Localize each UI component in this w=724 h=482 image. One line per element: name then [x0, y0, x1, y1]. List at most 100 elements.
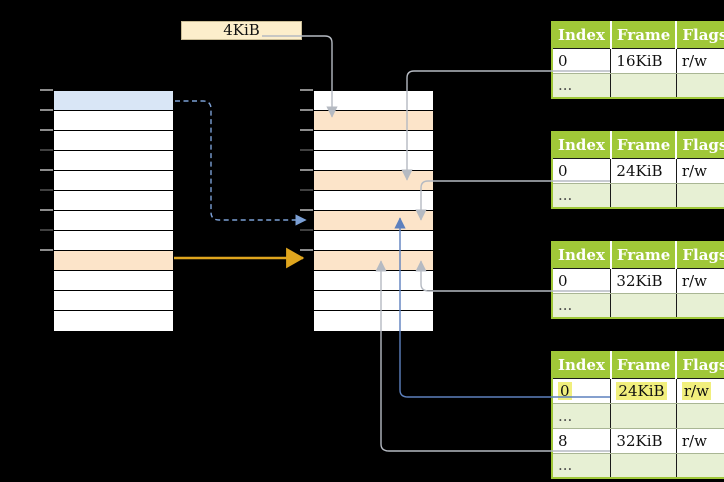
page-table-4-header-frame: Frame: [610, 352, 678, 379]
arrow-virtual-page-to-frame-dashed: [175, 100, 307, 226]
address-tick: [40, 129, 53, 131]
page-table-3-cell-r0c1: 32KiB: [610, 268, 677, 294]
page-table-2-header-index: Index: [552, 132, 612, 159]
address-tick: [40, 149, 53, 151]
page-table-1-cell-r1c2: [676, 73, 724, 98]
address-tick: [40, 249, 53, 251]
page-table-4-row-3: ...: [552, 453, 724, 478]
virtual-memory-column-row-8: [54, 251, 173, 271]
page-size-label: 4KiB: [181, 21, 302, 40]
page-table-2-cell-r0c2: r/w: [676, 158, 724, 184]
highlighted-value: 24KiB: [616, 381, 667, 400]
address-tick: [300, 229, 313, 231]
page-table-1-cell-r1c0: ...: [552, 73, 612, 98]
page-table-1-header-flags: Flags: [676, 22, 724, 49]
address-tick: [40, 209, 53, 211]
page-table-2-cell-r1c0: ...: [552, 183, 612, 208]
virtual-memory-column-row-4: [54, 171, 173, 191]
page-table-4-cell-r1c1: [610, 403, 677, 429]
virtual-memory-column-row-11: [54, 311, 173, 331]
address-tick: [300, 189, 313, 191]
page-table-3-header-frame: Frame: [610, 242, 678, 269]
page-table-3-cell-r0c0: 0: [552, 268, 612, 294]
highlighted-value: 0: [558, 381, 572, 400]
address-tick: [40, 169, 53, 171]
virtual-memory-column-row-2: [54, 131, 173, 151]
page-table-4-cell-r2c1: 32KiB: [610, 428, 677, 454]
page-table-2-header-flags: Flags: [676, 132, 724, 159]
page-table-2-cell-r0c1: 24KiB: [610, 158, 677, 184]
page-table-4-cell-r2c0: 8: [552, 428, 612, 454]
page-table-4-row-0: 0 24KiB r/w: [552, 378, 724, 404]
physical-memory-column-row-2: [314, 131, 433, 151]
highlighted-value: r/w: [681, 381, 711, 400]
page-table-1-header-index: Index: [552, 22, 612, 49]
virtual-memory-column-row-10: [54, 291, 173, 311]
address-tick: [300, 209, 313, 211]
physical-memory-column-row-11: [314, 311, 433, 331]
page-table-3-cell-r1c0: ...: [552, 293, 612, 318]
virtual-memory-column-row-7: [54, 231, 173, 251]
physical-memory-column-row-10: [314, 291, 433, 311]
physical-memory-column-row-5: [314, 191, 433, 211]
physical-memory-column-row-3: [314, 151, 433, 171]
page-table-3-cell-r1c1: [610, 293, 677, 318]
page-table-4-cell-r1c0: ...: [552, 403, 612, 429]
page-table-4-row-1: ...: [552, 403, 724, 429]
page-table-3-cell-r1c2: [676, 293, 724, 318]
address-tick: [40, 109, 53, 111]
page-table-4-cell-r0c1: 24KiB: [610, 378, 677, 404]
page-table-1-header-frame: Frame: [610, 22, 678, 49]
page-table-2-cell-r1c1: [610, 183, 677, 208]
page-table-4-cell-r3c2: [676, 453, 724, 478]
page-table-1-cell-r0c0: 0: [552, 48, 612, 74]
virtual-memory-column-row-5: [54, 191, 173, 211]
physical-memory-column-row-4: [314, 171, 433, 191]
physical-memory-column-row-7: [314, 231, 433, 251]
physical-memory-column: [313, 90, 434, 332]
address-tick: [300, 169, 313, 171]
page-table-3-cell-r0c2: r/w: [676, 268, 724, 294]
page-table-1-row-1: ...: [552, 73, 724, 98]
physical-memory-column-row-9: [314, 271, 433, 291]
page-table-2-cell-r1c2: [676, 183, 724, 208]
page-table-4-cell-r3c1: [610, 453, 677, 478]
page-table-4-header-index: Index: [552, 352, 612, 379]
page-size-text: 4KiB: [223, 21, 260, 39]
virtual-memory-column-row-0: [54, 91, 173, 111]
address-tick: [40, 229, 53, 231]
page-table-4-cell-r0c2: r/w: [676, 378, 724, 404]
address-tick: [300, 89, 313, 91]
page-table-2-row-1: ...: [552, 183, 724, 208]
page-table-4-cell-r2c2: r/w: [676, 428, 724, 454]
page-table-4-cell-r1c2: [676, 403, 724, 429]
virtual-memory-column: [53, 90, 174, 332]
page-table-4-header-flags: Flags: [676, 352, 724, 379]
address-tick: [40, 89, 53, 91]
page-table-3-header-flags: Flags: [676, 242, 724, 269]
physical-memory-column-row-6: [314, 211, 433, 231]
page-table-2-cell-r0c0: 0: [552, 158, 612, 184]
page-table-4-cell-r0c0: 0: [552, 378, 612, 404]
page-table-1-cell-r1c1: [610, 73, 677, 98]
page-table-2-header-frame: Frame: [610, 132, 678, 159]
physical-memory-column-row-0: [314, 91, 433, 111]
virtual-memory-column-row-9: [54, 271, 173, 291]
address-tick: [40, 189, 53, 191]
address-tick: [300, 249, 313, 251]
virtual-memory-column-row-1: [54, 111, 173, 131]
address-tick: [300, 109, 313, 111]
physical-memory-column-row-1: [314, 111, 433, 131]
address-tick: [300, 149, 313, 151]
page-table-3-header-index: Index: [552, 242, 612, 269]
page-table-1-cell-r0c2: r/w: [676, 48, 724, 74]
